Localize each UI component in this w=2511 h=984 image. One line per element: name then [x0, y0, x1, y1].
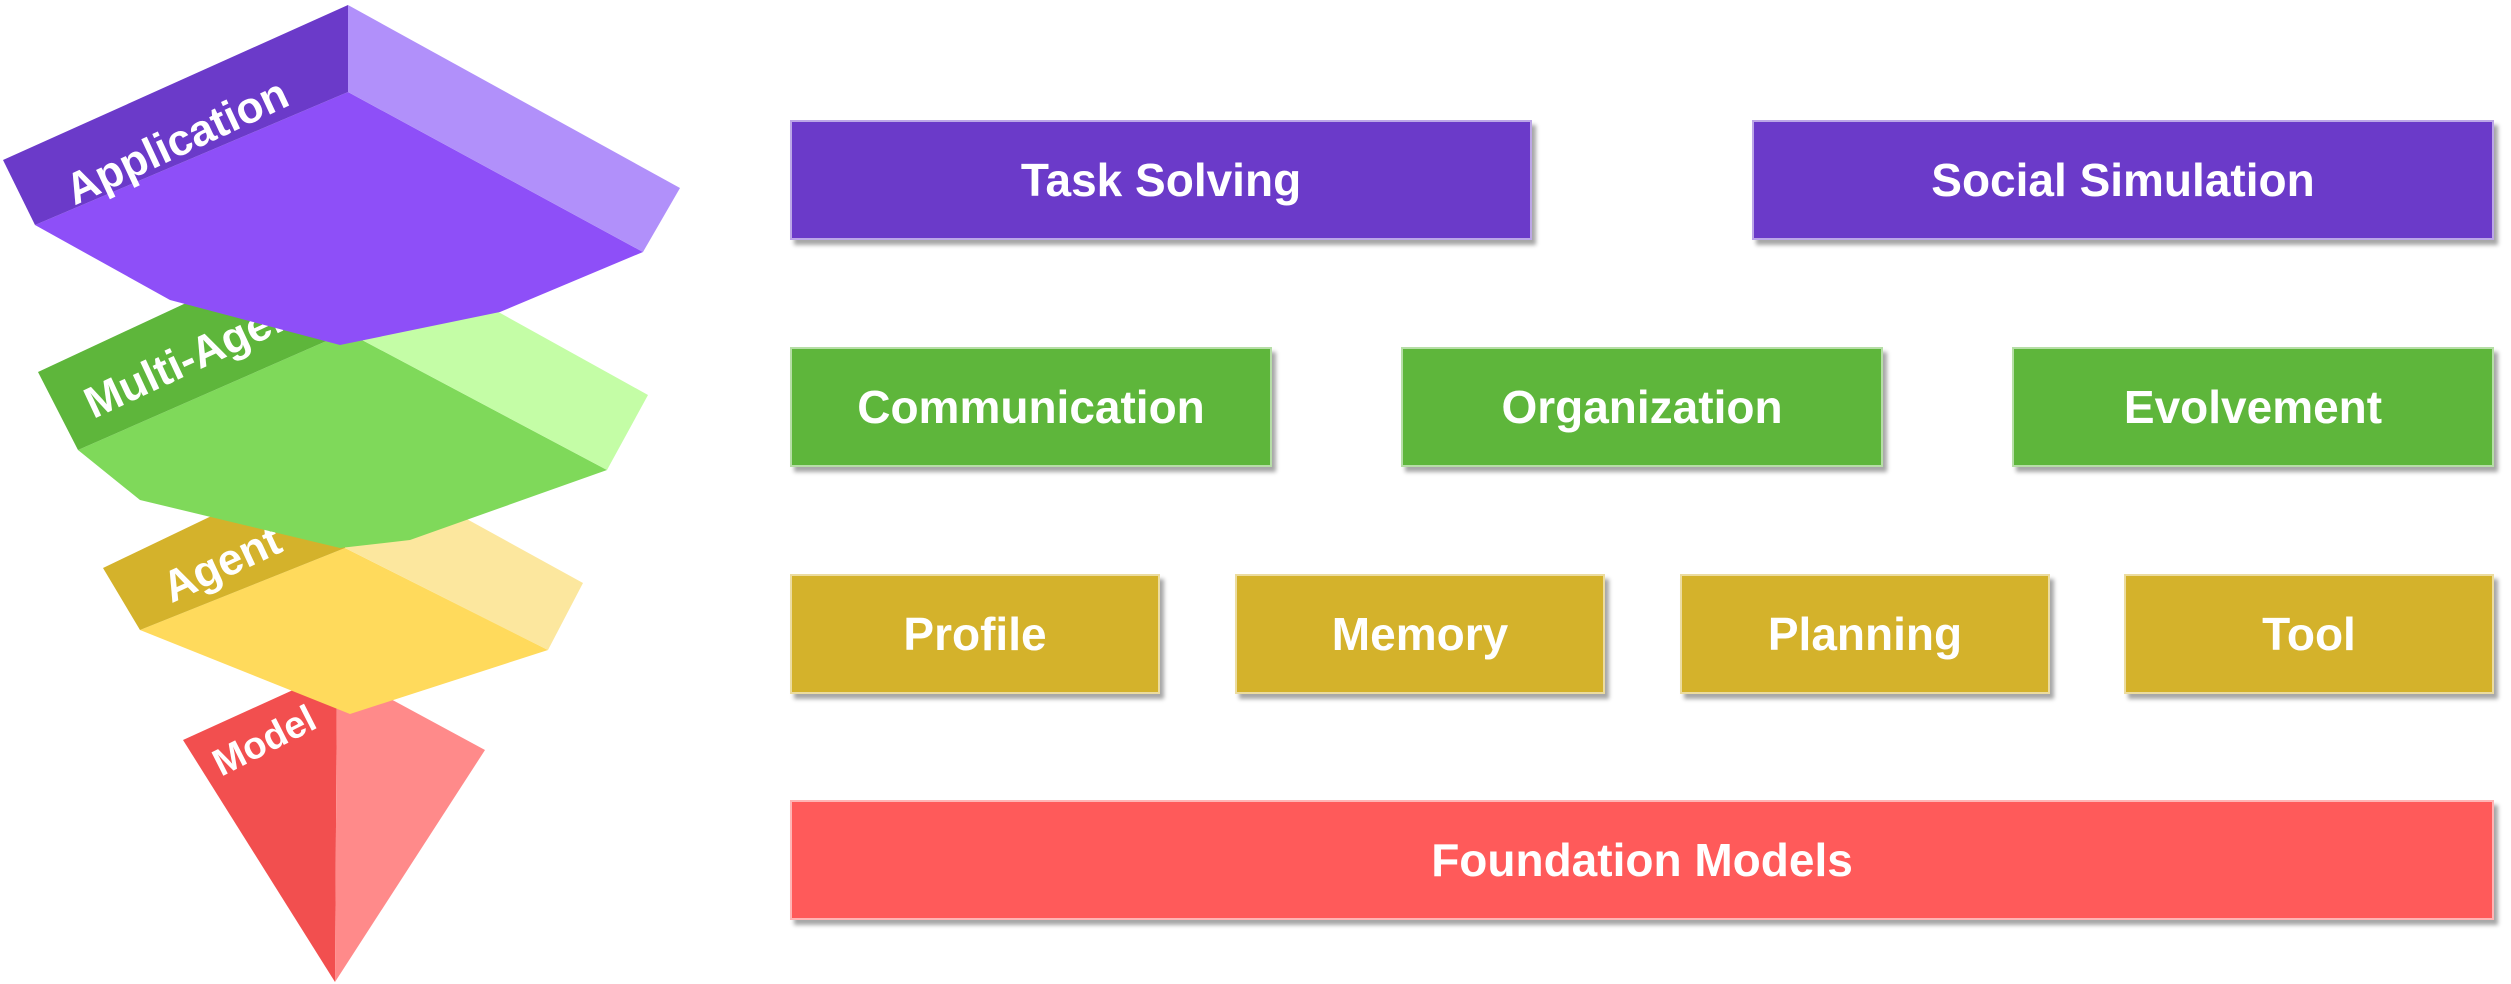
social-simulation-box: Social Simulation: [1752, 120, 2494, 240]
task-solving-box: Task Solving: [790, 120, 1532, 240]
multi-agent-tier: Multi-Agent: [38, 228, 648, 548]
organization-box: Organization: [1401, 347, 1883, 467]
tool-box: Tool: [2124, 574, 2494, 694]
communication-box: Communication: [790, 347, 1272, 467]
model-tier: Model: [183, 670, 485, 982]
planning-box: Planning: [1680, 574, 2050, 694]
evolvement-box: Evolvement: [2012, 347, 2494, 467]
foundation-models-box: Foundation Models: [790, 800, 2494, 920]
layer-pyramid: Model Agent Multi-Agent Application: [3, 5, 680, 982]
profile-box: Profile: [790, 574, 1160, 694]
memory-box: Memory: [1235, 574, 1605, 694]
application-tier: Application: [3, 5, 680, 345]
